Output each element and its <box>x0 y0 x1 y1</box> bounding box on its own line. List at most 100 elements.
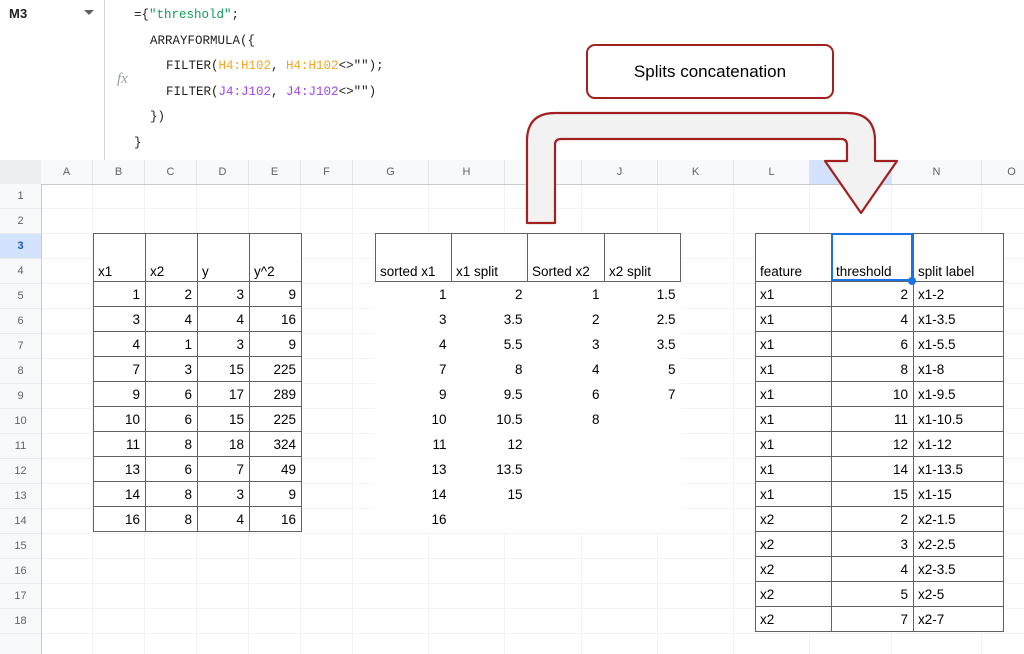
table-cell[interactable] <box>528 432 605 457</box>
row-header-15[interactable]: 15 <box>0 534 41 559</box>
column-header-cell[interactable]: x2 <box>145 233 198 282</box>
table-cell[interactable] <box>528 507 605 532</box>
table-cell[interactable]: 14 <box>831 456 914 482</box>
table-cell[interactable]: x2 <box>755 531 832 557</box>
table-cell[interactable]: 4 <box>831 556 914 582</box>
row-header-3[interactable]: 3 <box>0 234 41 259</box>
row-header-13[interactable]: 13 <box>0 484 41 509</box>
table-cell[interactable]: 2 <box>514 286 523 302</box>
table-cell[interactable]: 8 <box>514 361 523 377</box>
row-header-7[interactable]: 7 <box>0 334 41 359</box>
table-cell[interactable]: x2 <box>755 506 832 532</box>
table-cell[interactable]: 7 <box>93 356 146 382</box>
table-cell[interactable]: 9 <box>438 386 447 402</box>
table-cell[interactable]: x1 <box>755 431 832 457</box>
formula-input[interactable]: ={"threshold";ARRAYFORMULA({FILTER(H4:H1… <box>134 8 384 150</box>
table-cell[interactable]: 1 <box>591 286 600 302</box>
table-cell[interactable]: 9 <box>249 281 302 307</box>
table-cell[interactable]: 8 <box>591 411 600 427</box>
table-cell[interactable]: 1 <box>145 331 198 357</box>
table-cell[interactable]: 4 <box>831 306 914 332</box>
table-cell[interactable]: 5 <box>831 581 914 607</box>
table-cell[interactable]: 9 <box>249 481 302 507</box>
table-cell[interactable]: 16 <box>249 506 302 532</box>
table-cell[interactable]: 6 <box>145 456 198 482</box>
table-cell[interactable]: x1-5.5 <box>913 331 1004 357</box>
table-cell[interactable]: x1 <box>755 381 832 407</box>
table-cell[interactable]: x2-1.5 <box>913 506 1004 532</box>
column-header-f[interactable]: F <box>301 160 353 184</box>
table-cell[interactable]: 7 <box>197 456 250 482</box>
table-cell[interactable]: 3 <box>438 311 447 327</box>
table-cell[interactable]: 8 <box>145 481 198 507</box>
table-cell[interactable]: 16 <box>431 511 447 527</box>
table-cell[interactable]: x1-8 <box>913 356 1004 382</box>
select-all-corner[interactable] <box>0 160 42 184</box>
table-cell[interactable]: 1.5 <box>656 286 676 302</box>
table-cell[interactable]: 324 <box>249 431 302 457</box>
table-cell[interactable] <box>528 457 605 482</box>
column-header-a[interactable]: A <box>41 160 93 184</box>
table-cell[interactable]: 2 <box>831 506 914 532</box>
table-cell[interactable]: x1-2 <box>913 281 1004 307</box>
column-header-cell[interactable]: threshold <box>831 233 914 282</box>
table-cell[interactable]: 12 <box>507 436 523 452</box>
table-cell[interactable]: x2-5 <box>913 581 1004 607</box>
row-header-14[interactable]: 14 <box>0 509 41 534</box>
table-cell[interactable]: 6 <box>145 381 198 407</box>
table-cell[interactable]: 1 <box>93 281 146 307</box>
table-cell[interactable]: 4 <box>145 306 198 332</box>
table-cell[interactable]: 3 <box>197 281 250 307</box>
table-cell[interactable]: x1-9.5 <box>913 381 1004 407</box>
table-cell[interactable]: 11 <box>831 406 914 432</box>
table-cell[interactable]: 4 <box>438 336 447 352</box>
table-cell[interactable]: 13 <box>431 461 447 477</box>
table-cell[interactable]: 9 <box>93 381 146 407</box>
table-cell[interactable]: 13.5 <box>496 461 523 477</box>
table-cell[interactable]: 3 <box>93 306 146 332</box>
column-header-cell[interactable]: feature <box>755 233 832 282</box>
column-header-g[interactable]: G <box>353 160 429 184</box>
table-cell[interactable]: 3.5 <box>656 336 676 352</box>
table-cell[interactable] <box>605 432 681 457</box>
table-cell[interactable]: 14 <box>431 486 447 502</box>
column-header-d[interactable]: D <box>197 160 249 184</box>
table-cell[interactable]: x2 <box>755 606 832 632</box>
row-header-8[interactable]: 8 <box>0 359 41 384</box>
table-cell[interactable]: 16 <box>249 306 302 332</box>
name-box[interactable]: M3 <box>0 0 104 160</box>
table-cell[interactable]: 13 <box>93 456 146 482</box>
table-cell[interactable]: 18 <box>197 431 250 457</box>
table-cell[interactable]: 17 <box>197 381 250 407</box>
table-cell[interactable]: 6 <box>831 331 914 357</box>
table-cell[interactable]: 7 <box>667 386 676 402</box>
table-cell[interactable]: 2 <box>831 281 914 307</box>
table-cell[interactable]: x1 <box>755 481 832 507</box>
table-cell[interactable]: x1-10.5 <box>913 406 1004 432</box>
